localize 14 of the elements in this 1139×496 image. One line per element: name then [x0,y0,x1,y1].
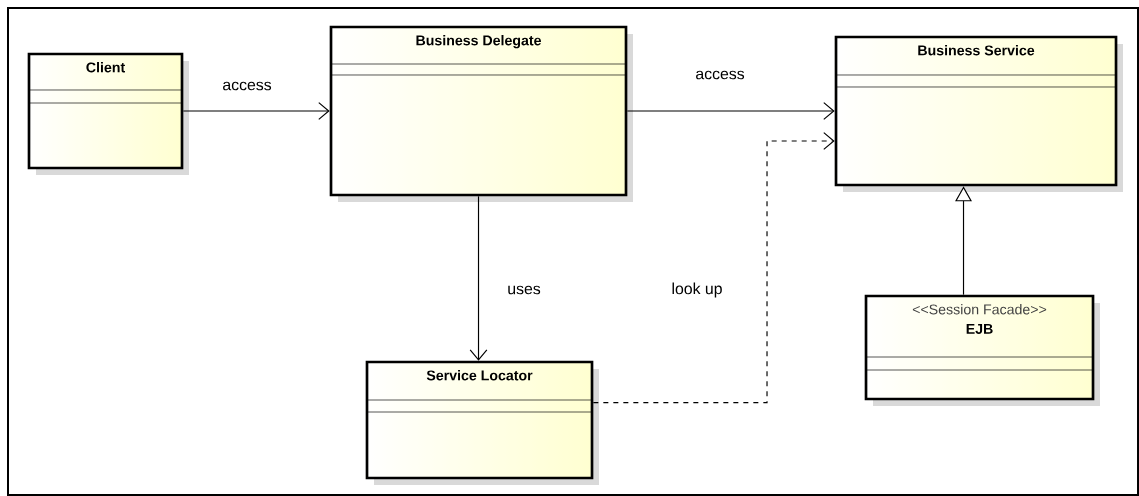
class-box: Client [27,52,189,175]
class-box: Business Service [834,35,1123,192]
arrow [955,186,972,296]
class-box: <<Session Facade>> EJB [864,294,1100,406]
class-box: Business Delegate [329,25,633,202]
class-box: Service Locator [365,360,599,485]
edge-label: access [693,69,747,81]
edge-label: look up [669,280,725,300]
arrow [182,102,330,120]
arrow [592,132,835,404]
arrow [469,195,488,361]
edge-label: access [220,80,274,92]
arrow [626,102,835,120]
edge-label: uses [505,284,543,296]
